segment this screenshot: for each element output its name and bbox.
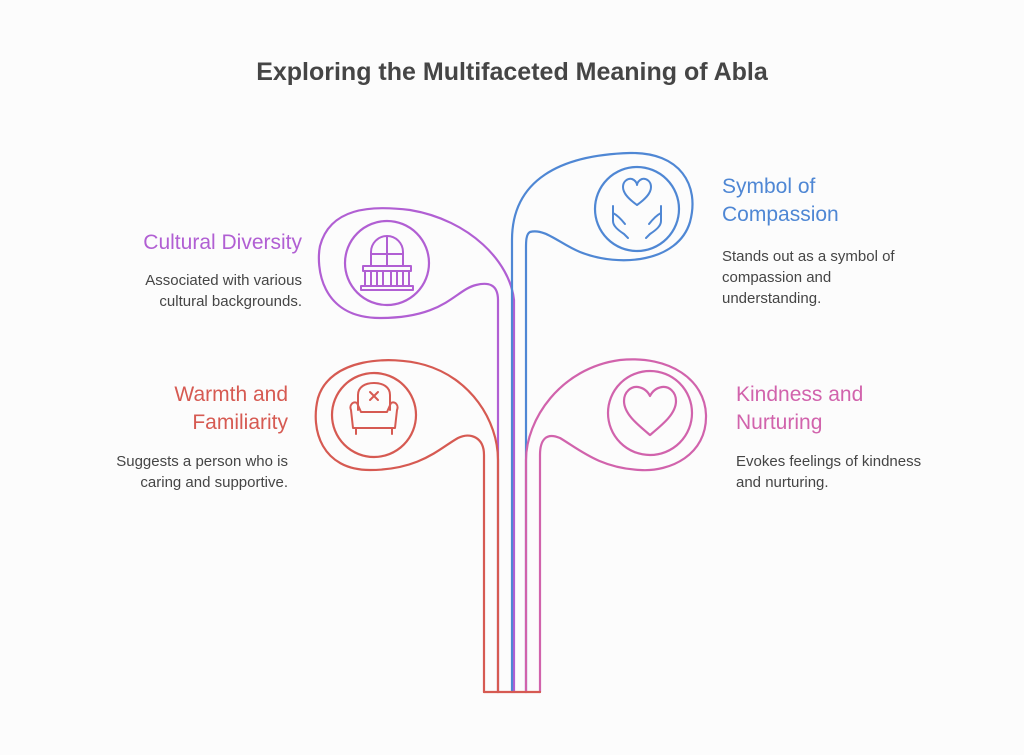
compassion-heading: Symbol of Compassion (722, 175, 839, 226)
kindness-stem-line (524, 358, 708, 694)
cultural-icon-ring (343, 219, 431, 307)
heart-icon (622, 385, 678, 437)
armchair-icon (349, 382, 399, 435)
warmth-icon-ring (330, 371, 418, 459)
compassion-description: Stands out as a symbol of compassion and… (722, 248, 895, 307)
compassion-stem-line (510, 151, 694, 694)
cultural-heading: Cultural Diversity (143, 231, 302, 254)
cultural-description: Associated with various cultural backgro… (145, 272, 302, 310)
kindness-icon-ring (606, 369, 694, 457)
cultural-stem-line (317, 207, 516, 694)
warmth-heading: Warmth and Familiarity (174, 383, 288, 434)
kindness-description: Evokes feelings of kindness and nurturin… (736, 453, 922, 491)
warmth-stem-line (314, 359, 500, 694)
balcony-window-icon (360, 235, 414, 291)
hands-heart-icon (612, 177, 662, 239)
kindness-heading: Kindness and Nurturing (736, 383, 864, 434)
page-title: Exploring the Multifaceted Meaning of Ab… (256, 58, 768, 86)
warmth-description: Suggests a person who is caring and supp… (116, 453, 288, 491)
compassion-icon-ring (593, 165, 681, 253)
